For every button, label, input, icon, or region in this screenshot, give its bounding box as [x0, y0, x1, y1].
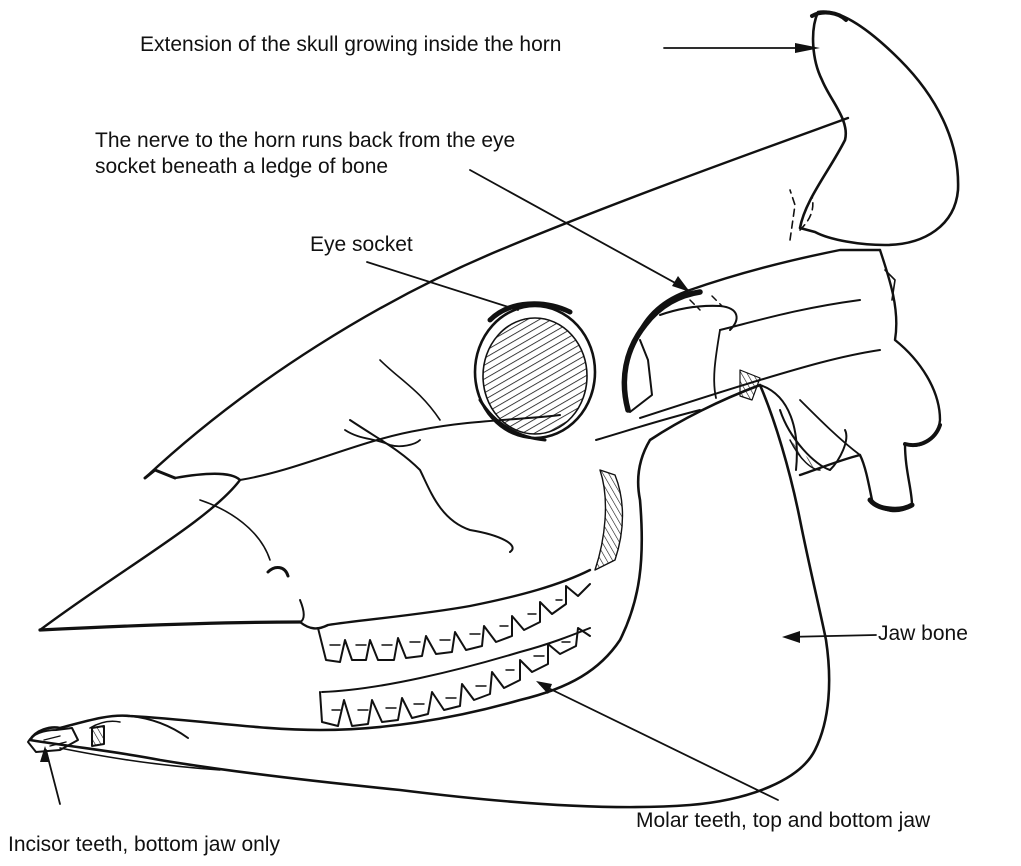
leader-nerve-arrow — [672, 276, 690, 292]
lower-molars — [320, 628, 590, 726]
label-molar-teeth: Molar teeth, top and bottom jaw — [636, 808, 930, 834]
label-incisor-teeth: Incisor teeth, bottom jaw only — [8, 832, 280, 858]
mandible — [30, 385, 829, 807]
label-eye-socket: Eye socket — [310, 232, 413, 258]
occiput — [780, 250, 940, 511]
temporal-ledge — [596, 250, 880, 440]
leader-jaw-arrow — [782, 631, 800, 643]
upper-molars — [318, 584, 590, 662]
maxilla — [300, 570, 590, 628]
eye-socket — [475, 304, 595, 440]
leader-incisor-arrow — [40, 746, 50, 762]
leader-molar — [540, 684, 778, 800]
horn-core — [800, 12, 958, 245]
label-nerve-line2: socket beneath a ledge of bone — [95, 154, 515, 180]
label-nerve: The nerve to the horn runs back from the… — [95, 128, 515, 180]
face-front — [40, 474, 240, 630]
label-horn-extension: Extension of the skull growing inside th… — [140, 32, 561, 58]
leader-horn-arrow — [795, 43, 820, 53]
label-jaw-bone: Jaw bone — [878, 621, 968, 647]
label-nerve-line1: The nerve to the horn runs back from the… — [95, 128, 515, 154]
